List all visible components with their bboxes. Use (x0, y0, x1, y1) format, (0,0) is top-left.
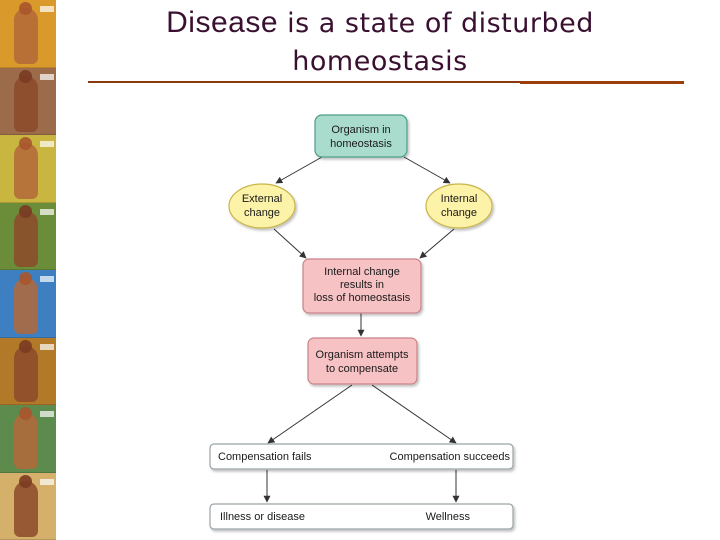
node-line: results in (340, 279, 384, 291)
node-line: External (242, 193, 282, 205)
node-ellipse (229, 184, 295, 228)
node-line: change (244, 207, 280, 219)
arrow-compensate-to-fails (268, 385, 352, 443)
node-line: Internal change (324, 266, 400, 278)
node-line: to compensate (326, 363, 398, 375)
node-internal-change: Internal change (426, 184, 492, 228)
node-line: Organism in (331, 124, 390, 136)
node-line: change (441, 207, 477, 219)
node-box (315, 115, 407, 157)
node-box (308, 338, 417, 384)
arrow-top-to-internal (404, 157, 450, 183)
arrow-external-to-loss (274, 229, 306, 258)
node-external-change: External change (229, 184, 295, 228)
illness-label: Illness or disease (220, 511, 305, 523)
node-line: loss of homeostasis (314, 292, 411, 304)
compensation-outcome-bar: Compensation fails Compensation succeeds (210, 444, 513, 469)
node-ellipse (426, 184, 492, 228)
node-loss-of-homeostasis: Internal change results in loss of homeo… (303, 259, 421, 313)
arrow-top-to-external (276, 157, 322, 183)
arrow-internal-to-loss (420, 229, 454, 258)
node-line: Internal (441, 193, 478, 205)
node-line: homeostasis (330, 138, 392, 150)
compensation-fails-label: Compensation fails (218, 451, 312, 463)
node-line: Organism attempts (316, 349, 409, 361)
node-attempts-to-compensate: Organism attempts to compensate (308, 338, 417, 384)
wellness-label: Wellness (426, 511, 471, 523)
compensation-succeeds-label: Compensation succeeds (390, 451, 511, 463)
final-outcome-bar: Illness or disease Wellness (210, 504, 513, 529)
arrow-compensate-to-succeeds (372, 385, 456, 443)
node-organism-in-homeostasis: Organism in homeostasis (315, 115, 407, 157)
